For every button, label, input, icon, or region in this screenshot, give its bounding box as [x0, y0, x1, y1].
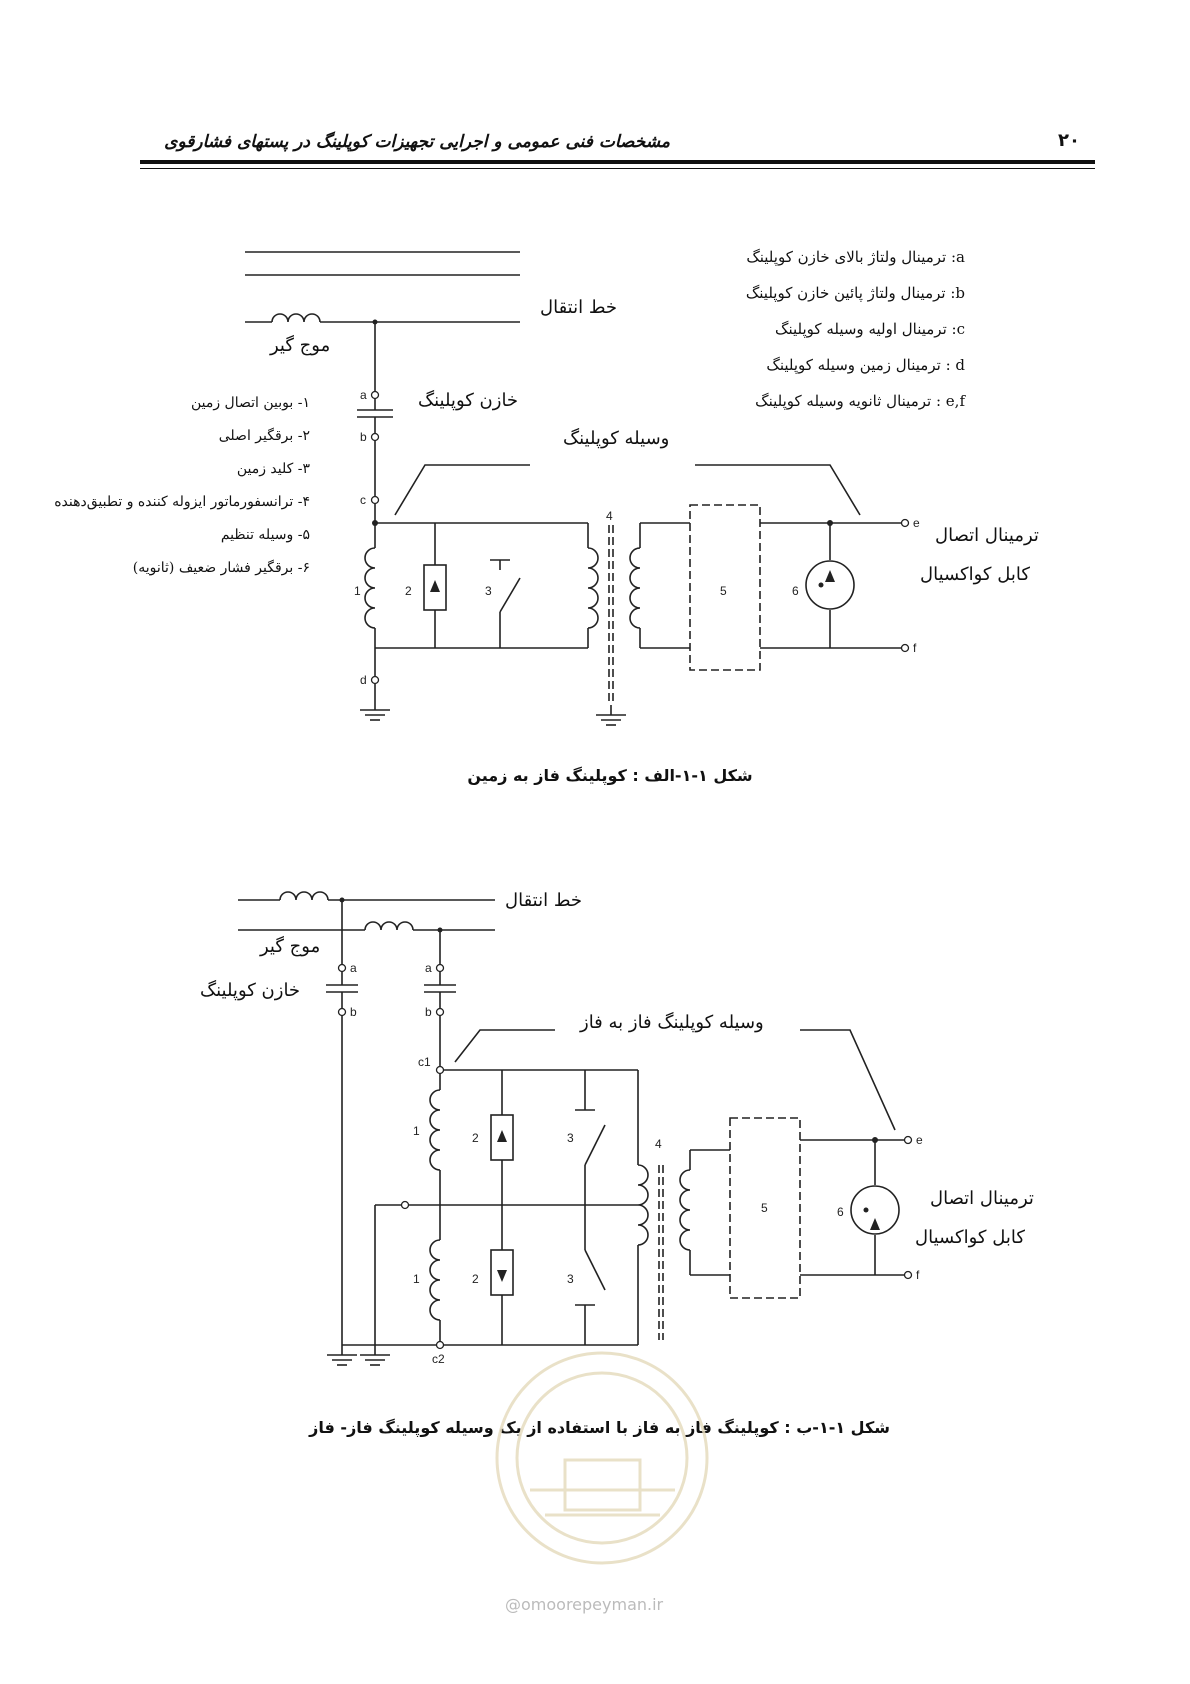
terminal-legend-item: c: ترمینال اولیه وسیله کوپلینگ — [775, 320, 965, 338]
figure-a-device-label: وسیله کوپلینگ — [563, 428, 670, 449]
figure-b-coax-label-2: کابل کواکسیال — [915, 1227, 1025, 1248]
component-number-3-lower: 3 — [567, 1272, 574, 1286]
figure-b-capacitor-label: خازن کوپلینگ — [200, 980, 301, 1001]
page-number: ۲۰ — [1058, 130, 1080, 151]
component-number-3: 3 — [485, 584, 492, 598]
terminal-legend-item: e,f : ترمینال ثانویه وسیله کوپلینگ — [755, 392, 965, 410]
terminal-f: f — [913, 641, 917, 655]
component-legend-item: ۳- کلید زمین — [236, 461, 310, 477]
header-rule-thin — [140, 168, 1095, 169]
page-header-title: مشخصات فنی عمومی و اجرایی تجهیزات کوپلین… — [164, 132, 670, 152]
component-number-6: 6 — [792, 584, 799, 598]
component-legend-item: ۱- بوبین اتصال زمین — [190, 395, 310, 411]
watermark-seal-icon — [495, 1351, 709, 1565]
figure-a-wave-trap-label: موج گیر — [270, 335, 331, 356]
component-number-5: 5 — [761, 1201, 768, 1215]
figure-a-caption: شکل ۱-۱-الف : کوپلینگ فاز به زمین — [467, 766, 753, 785]
component-legend-item: ۲- برقگیر اصلی — [218, 428, 310, 444]
figure-a-line-label: خط انتقال — [540, 297, 618, 318]
terminal-c1: c1 — [418, 1055, 431, 1069]
component-number-3-upper: 3 — [567, 1131, 574, 1145]
figure-a-capacitor-label: خازن کوپلینگ — [418, 390, 519, 411]
terminal-b-left: b — [350, 1005, 357, 1019]
terminal-b: b — [360, 430, 367, 444]
component-number-1-upper: 1 — [413, 1124, 420, 1138]
component-number-2: 2 — [405, 584, 412, 598]
terminal-f: f — [916, 1268, 920, 1282]
component-number-2-lower: 2 — [472, 1272, 479, 1286]
component-number-4: 4 — [655, 1137, 662, 1151]
figure-a-coax-label-1: ترمینال اتصال — [935, 525, 1039, 546]
component-number-2-upper: 2 — [472, 1131, 479, 1145]
terminal-e: e — [916, 1133, 923, 1147]
figure-b-wave-trap-label: موج گیر — [260, 936, 321, 957]
terminal-c: c — [360, 493, 366, 507]
component-legend-item: ۵- وسیله تنظیم — [220, 527, 310, 543]
terminal-legend-item: b: ترمینال ولتاژ پائین خازن کوپلینگ — [745, 284, 965, 302]
figure-b-line-label: خط انتقال — [505, 890, 583, 911]
figure-b-coax-label-1: ترمینال اتصال — [930, 1188, 1034, 1209]
component-number-5: 5 — [720, 584, 727, 598]
terminal-a-left: a — [350, 961, 357, 975]
component-legend-item: ۴- ترانسفورماتور ایزوله کننده و تطبیق‌ده… — [54, 494, 310, 510]
component-number-1-lower: 1 — [413, 1272, 420, 1286]
header-rule-thick — [140, 160, 1095, 164]
terminal-c2: c2 — [432, 1352, 445, 1366]
figure-a-component-legend: ۱- بوبین اتصال زمین ۲- برقگیر اصلی ۳- کل… — [40, 395, 310, 593]
figure-b-caption: شکل ۱-۱-ب : کوپلینگ فاز به فاز با استفاد… — [309, 1418, 890, 1437]
component-number-6: 6 — [837, 1205, 844, 1219]
figure-a-terminal-legend: a: ترمینال ولتاژ بالای خازن کوپلینگ b: ت… — [700, 248, 965, 428]
terminal-e: e — [913, 516, 920, 530]
watermark-site-text: @omoorepeyman.ir — [505, 1595, 664, 1614]
terminal-legend-item: d : ترمینال زمین وسیله کوپلینگ — [766, 356, 965, 374]
terminal-b-right: b — [425, 1005, 432, 1019]
component-number-4: 4 — [606, 509, 613, 523]
figure-a-coax-label-2: کابل کواکسیال — [920, 564, 1030, 585]
terminal-d: d — [360, 673, 367, 687]
terminal-legend-item: a: ترمینال ولتاژ بالای خازن کوپلینگ — [746, 248, 965, 266]
terminal-a-right: a — [425, 961, 432, 975]
component-legend-item: ۶- برقگیر فشار ضعیف (ثانویه) — [132, 560, 310, 576]
figure-b-device-label: وسیله کوپلینگ فاز به فاز — [580, 1012, 764, 1033]
terminal-a: a — [360, 388, 367, 402]
component-number-1: 1 — [354, 584, 361, 598]
